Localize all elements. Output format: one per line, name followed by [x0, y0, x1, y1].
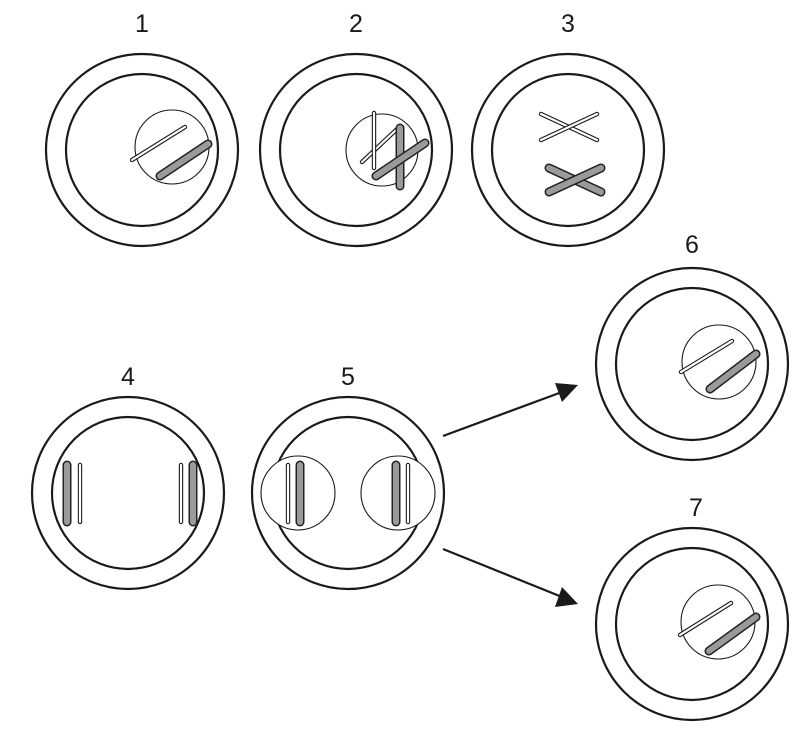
stage-label-6: 6 — [685, 231, 699, 259]
light-chromosome-pair — [538, 111, 600, 143]
dark-chromosome — [705, 349, 761, 394]
dark-chromosome — [704, 612, 761, 656]
cell-4: 4 — [30, 363, 226, 591]
light-chromosome — [677, 600, 734, 638]
cell-7: 7 — [594, 494, 790, 722]
right-chromosome-group — [391, 460, 411, 527]
light-chromosome — [678, 338, 735, 375]
cell-5: 5 — [250, 363, 446, 591]
cell-6: 6 — [594, 231, 790, 462]
dark-chromosome — [371, 138, 430, 181]
left-chromosome-group — [62, 460, 83, 527]
stage-label-4: 4 — [121, 363, 135, 391]
light-chromosome — [359, 127, 399, 165]
cell-3: 3 — [470, 10, 666, 248]
stage-label-2: 2 — [349, 10, 363, 38]
stage-label-3: 3 — [561, 10, 575, 38]
cell-2: 2 — [258, 10, 454, 248]
arrow-to-cell-6 — [442, 383, 578, 438]
stage-label-1: 1 — [135, 10, 149, 38]
cell-1: 1 — [44, 10, 240, 248]
dark-chromosome-pair — [544, 163, 606, 197]
stage-label-5: 5 — [341, 363, 355, 391]
nucleus — [681, 324, 757, 400]
left-chromosome-group — [285, 460, 305, 527]
arrow-to-cell-7 — [442, 547, 578, 607]
right-chromosome-group — [178, 460, 198, 527]
light-chromosome — [129, 124, 188, 163]
dark-chromosome — [155, 139, 213, 181]
stage-label-7: 7 — [689, 494, 703, 522]
